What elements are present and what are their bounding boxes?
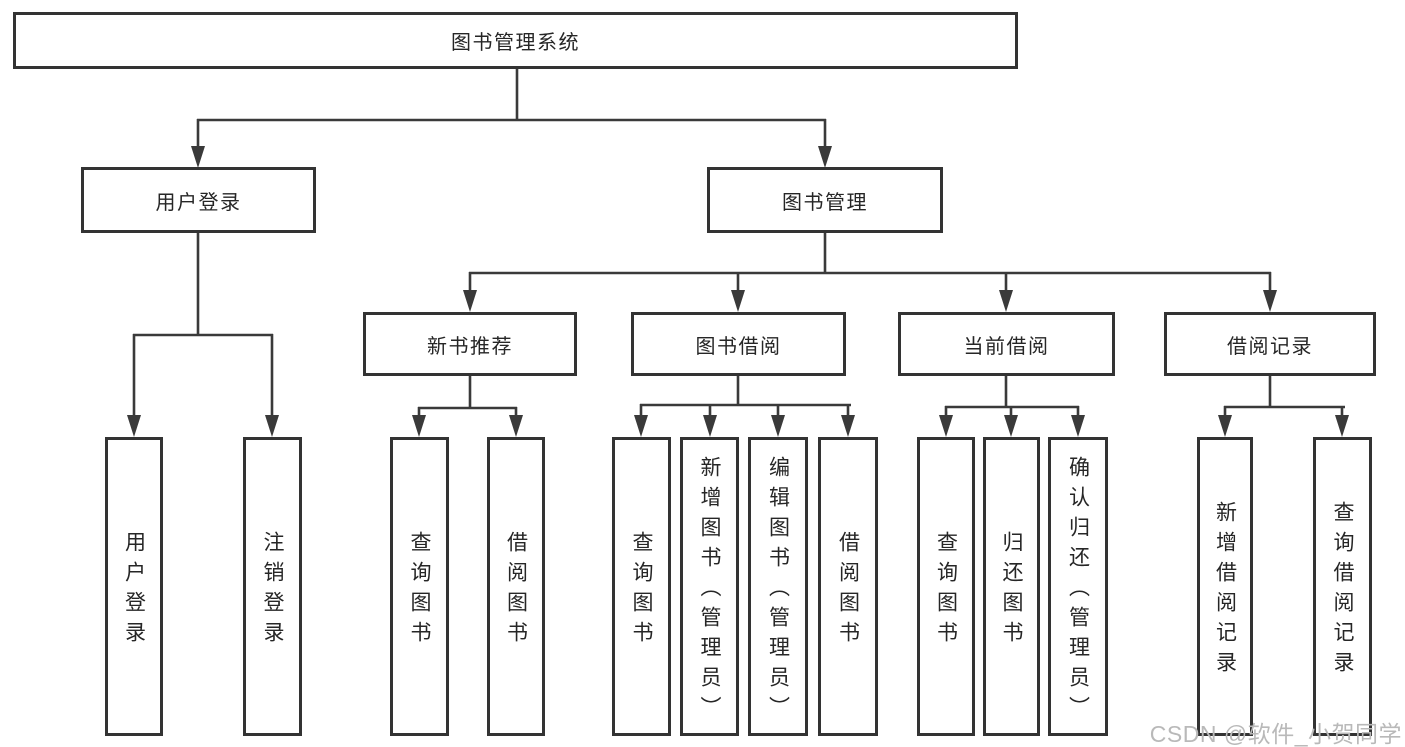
leaf-return-books: 归还图书: [983, 437, 1040, 736]
leaf-borrow-books: 借阅图书: [818, 437, 878, 736]
leaf-query-books-borrow: 查询图书: [612, 437, 671, 736]
node-new-book-recommendation: 新书推荐: [363, 312, 577, 376]
leaf-edit-books-admin: 编辑图书（管理员）: [748, 437, 808, 736]
leaf-query-books-recommend: 查询图书: [390, 437, 449, 736]
leaf-user-login: 用户登录: [105, 437, 163, 736]
leaf-confirm-return-admin: 确认归还（管理员）: [1048, 437, 1108, 736]
leaf-query-books-current: 查询图书: [917, 437, 975, 736]
leaf-borrow-books-recommend: 借阅图书: [487, 437, 545, 736]
tree-edges: [132, 69, 1345, 421]
leaf-logout: 注销登录: [243, 437, 302, 736]
node-book-management: 图书管理: [707, 167, 943, 233]
node-borrowing-records: 借阅记录: [1164, 312, 1376, 376]
leaf-query-borrow-record: 查询借阅记录: [1313, 437, 1372, 736]
node-current-borrowing: 当前借阅: [898, 312, 1115, 376]
leaf-add-books-admin: 新增图书（管理员）: [680, 437, 739, 736]
arrowheads: [127, 146, 1349, 437]
leaf-add-borrow-record: 新增借阅记录: [1197, 437, 1253, 736]
node-root-system: 图书管理系统: [13, 12, 1018, 69]
node-book-borrowing: 图书借阅: [631, 312, 846, 376]
node-user-login: 用户登录: [81, 167, 316, 233]
csdn-watermark: CSDN @软件_小贺同学: [1149, 721, 1402, 747]
